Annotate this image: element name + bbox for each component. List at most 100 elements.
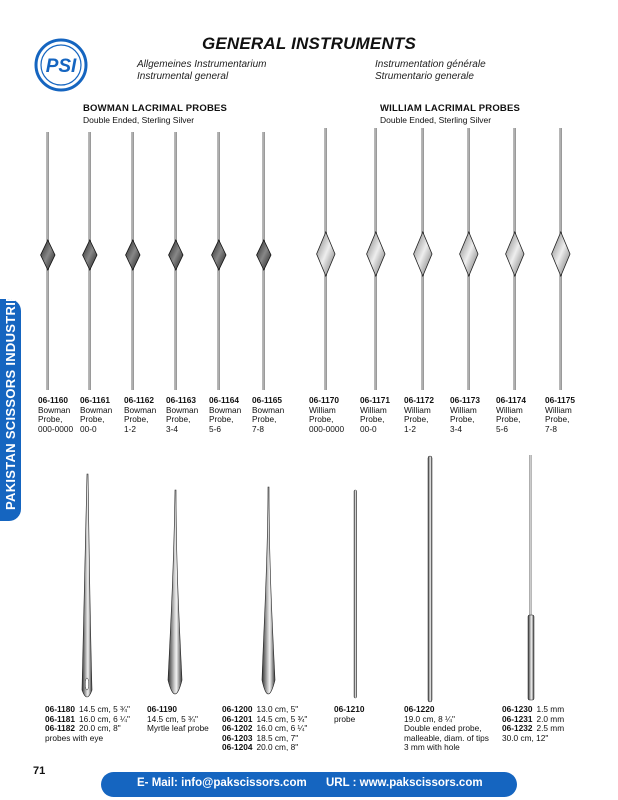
caption-entry: 06-1210 <box>334 704 368 715</box>
item-description-line: 000-0000 <box>38 423 74 434</box>
william-probe-3 <box>413 128 433 390</box>
bowman-probe-1 <box>40 132 56 390</box>
item-note: probes with eye <box>45 732 104 743</box>
william-probe-6 <box>551 128 571 390</box>
item-note: Myrtle leaf probe <box>147 723 209 734</box>
item-code: 06-1231 <box>502 713 533 724</box>
item-code: 06-1170 <box>309 395 339 405</box>
item-code: 06-1202 <box>222 723 253 734</box>
item-size: 2.5 mm <box>536 723 565 734</box>
item-code: 06-1172 <box>404 395 434 405</box>
item-description-line: 5-6 <box>209 423 221 434</box>
footer-email-link[interactable]: E- Mail: info@pakscissors.com <box>137 777 307 789</box>
item-size: 20.0 cm, 8" <box>79 723 121 734</box>
item-code: 06-1181 <box>45 713 75 724</box>
item-description-line: Probe, <box>38 414 63 425</box>
item-description-line: 1-2 <box>124 423 136 434</box>
item-code: 06-1180 <box>45 704 75 714</box>
item-description-line: Probe, <box>545 414 570 425</box>
probe-with-handle <box>527 455 535 701</box>
subtitle-right: Instrumentation générale Strumentario ge… <box>375 59 486 82</box>
subtitle-french: Instrumentation générale <box>375 59 486 70</box>
page-title: GENERAL INSTRUMENTS <box>201 34 417 53</box>
item-description-line: Probe, <box>404 414 429 425</box>
item-size: 20.0 cm, 8" <box>256 742 299 753</box>
item-code: 06-1165 <box>252 395 282 405</box>
william-probe-2 <box>366 128 386 390</box>
caption-entry: 06-1220 <box>404 704 489 715</box>
item-description-line: Bowman <box>38 404 71 415</box>
item-size: 14.5 cm, 5 ¾" <box>79 704 130 714</box>
item-code: 06-1204 <box>222 742 253 753</box>
william-probe-5 <box>505 128 525 390</box>
item-note: 14.5 cm, 5 ¾" <box>147 713 198 724</box>
sidebar-band <box>0 299 21 521</box>
item-note: probe <box>334 713 356 724</box>
item-code: 06-1203 <box>222 732 253 743</box>
item-code: 06-1232 <box>502 723 533 734</box>
item-size: 16.0 cm, 6 ¼" <box>256 723 308 734</box>
item-code: 06-1220 <box>404 704 435 714</box>
item-description-line: 00-0 <box>360 423 377 434</box>
item-description-line: William <box>545 404 572 415</box>
item-description-line: Probe, <box>209 414 234 425</box>
item-code: 06-1230 <box>502 704 533 714</box>
item-description-line: Probe, <box>496 414 521 425</box>
item-size: 13.0 cm, 5" <box>256 704 299 714</box>
footer-url-link[interactable]: URL : www.pakscissors.com <box>326 777 483 789</box>
section-title-bowman: BOWMAN LACRIMAL PROBES <box>83 103 228 114</box>
item-description-line: 1-2 <box>404 423 416 434</box>
item-description-line: Probe, <box>80 414 105 425</box>
item-description-line: 3-4 <box>166 423 178 434</box>
item-code: 06-1171 <box>360 395 390 405</box>
item-size: 14.5 cm, 5 ¾" <box>256 713 308 724</box>
item-description-line: William <box>404 404 431 415</box>
item-description-line: Probe, <box>252 414 277 425</box>
bowman-probe-2 <box>82 132 98 390</box>
subtitle-spanish: Instrumental general <box>137 70 229 82</box>
item-description-line: Bowman <box>209 404 242 415</box>
item-code: 06-1200 <box>222 704 253 714</box>
item-code: 06-1161 <box>80 395 110 405</box>
item-note: Double ended probe, <box>404 723 482 734</box>
probe-with-eye <box>81 473 93 698</box>
bowman-probe-5 <box>211 132 227 390</box>
svg-text:PSI: PSI <box>46 56 77 77</box>
simple-probe <box>353 489 357 699</box>
item-description-line: Bowman <box>124 404 157 415</box>
item-note: 30.0 cm, 12" <box>502 732 549 743</box>
subtitle-left: Allgemeines Instrumentarium Instrumental… <box>137 59 267 82</box>
item-description-line: 5-6 <box>496 423 508 434</box>
item-description-line: 7-8 <box>252 423 264 434</box>
item-code: 06-1163 <box>166 395 196 405</box>
subtitle-italian: Strumentario generale <box>375 70 474 82</box>
item-code: 06-1201 <box>222 713 253 724</box>
bowman-probe-3 <box>125 132 141 390</box>
item-description-line: Probe, <box>166 414 191 425</box>
item-code: 06-1190 <box>147 704 177 714</box>
item-code: 06-1174 <box>496 395 526 405</box>
